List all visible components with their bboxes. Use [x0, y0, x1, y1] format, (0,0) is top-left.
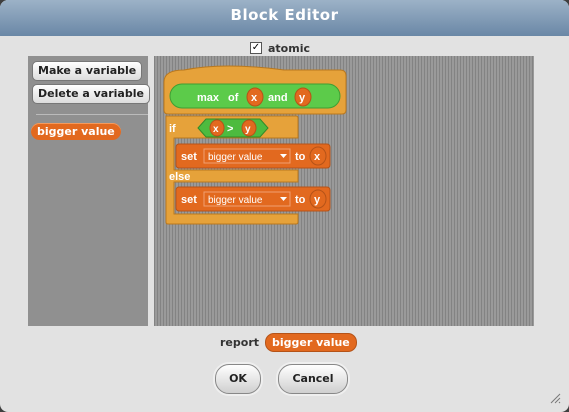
param-x-label: x	[251, 92, 258, 104]
greater-than-condition[interactable]: x > y	[197, 118, 269, 138]
script-canvas: max of x and y if x	[163, 65, 347, 225]
scripts-area[interactable]: max of x and y if x	[154, 56, 534, 326]
to-label-then: to	[295, 151, 306, 163]
if-else-block[interactable]: if x > y set bigger value	[165, 115, 331, 225]
make-variable-button[interactable]: Make a variable	[32, 61, 143, 81]
variable-token-bigger-value[interactable]: bigger value	[31, 123, 121, 140]
set-label-else: set	[181, 194, 197, 206]
condition-right: y	[245, 124, 251, 135]
title-bar[interactable]: Block Editor	[0, 0, 569, 36]
param-y-label: y	[299, 92, 306, 104]
set-label-then: set	[181, 151, 197, 163]
atomic-label: atomic	[268, 41, 310, 55]
set-block-then[interactable]: set bigger value to x	[175, 143, 331, 169]
variable-dropdown-else[interactable]: bigger value	[203, 191, 291, 207]
variable-dropdown-then-label: bigger value	[208, 152, 263, 163]
palette-divider	[36, 114, 148, 115]
set-block-else[interactable]: set bigger value to y	[175, 186, 331, 212]
atomic-option[interactable]: ✓ atomic	[250, 41, 310, 55]
ok-button[interactable]: OK	[215, 364, 261, 394]
to-label-else: to	[295, 194, 306, 206]
variable-dropdown-else-label: bigger value	[208, 195, 263, 206]
report-row: report bigger value	[220, 332, 357, 352]
else-label: else	[169, 171, 190, 183]
delete-variable-button[interactable]: Delete a variable	[32, 84, 150, 104]
resize-handle-icon[interactable]	[549, 392, 561, 404]
report-variable-token[interactable]: bigger value	[265, 332, 357, 352]
condition-operator: >	[227, 123, 233, 135]
hat-word-and: and	[268, 92, 288, 104]
window-title: Block Editor	[230, 6, 339, 24]
atomic-checkbox[interactable]: ✓	[250, 42, 262, 54]
set-value-then: x	[314, 151, 321, 163]
hat-word-of: of	[228, 92, 239, 104]
chevron-down-icon	[280, 197, 287, 201]
variables-palette: Make a variable Delete a variable bigger…	[28, 56, 150, 326]
variable-dropdown-then[interactable]: bigger value	[203, 148, 291, 164]
param-x-token[interactable]: x	[246, 87, 264, 107]
chevron-down-icon	[280, 154, 287, 158]
condition-left: x	[213, 124, 219, 135]
report-label: report	[220, 335, 259, 349]
if-label: if	[169, 123, 176, 135]
hat-block[interactable]: max of x and y	[163, 65, 347, 115]
param-y-token[interactable]: y	[294, 87, 312, 107]
cancel-button[interactable]: Cancel	[278, 364, 348, 394]
set-value-else: y	[314, 194, 321, 206]
hat-word-max: max	[197, 92, 220, 104]
